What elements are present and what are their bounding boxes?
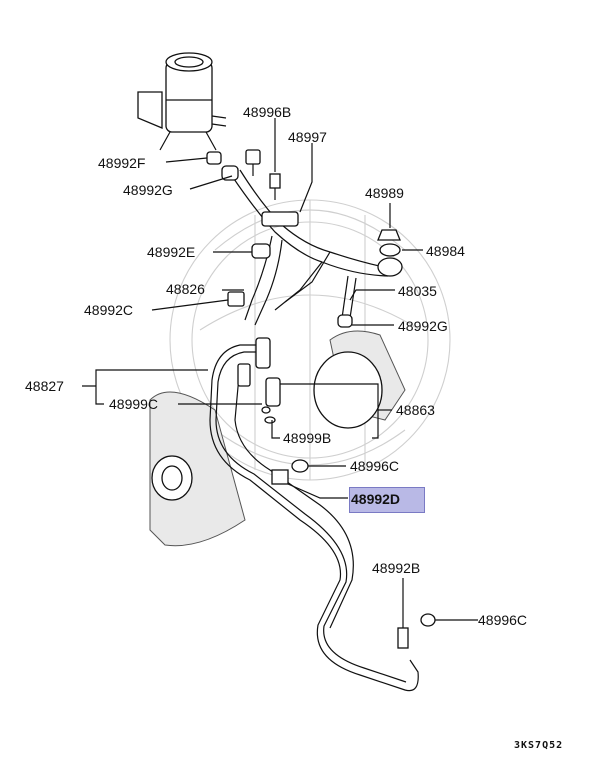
fittings <box>206 149 436 649</box>
highlight-box <box>349 487 425 513</box>
label-48992F[interactable]: 48992F <box>98 155 146 171</box>
label-48992G-right[interactable]: 48992G <box>398 318 448 334</box>
label-48997[interactable]: 48997 <box>288 129 327 145</box>
label-48984[interactable]: 48984 <box>426 243 465 259</box>
engine-block <box>149 330 406 547</box>
watermark-emblem <box>169 199 451 481</box>
label-48996C-mid[interactable]: 48996C <box>350 458 400 474</box>
label-48992E[interactable]: 48992E <box>147 244 196 260</box>
label-48827[interactable]: 48827 <box>25 378 64 394</box>
reservoir-tank <box>137 52 227 151</box>
label-48992C[interactable]: 48992C <box>84 302 134 318</box>
leader-lines <box>82 118 478 628</box>
label-48035[interactable]: 48035 <box>398 283 437 299</box>
label-48826[interactable]: 48826 <box>166 281 205 297</box>
label-48992G-top[interactable]: 48992G <box>123 182 173 198</box>
label-48996B[interactable]: 48996B <box>243 104 292 120</box>
label-48992B[interactable]: 48992B <box>372 560 421 576</box>
diagram-code: 3KS7Q52 <box>514 740 564 751</box>
label-48999C[interactable]: 48999C <box>109 396 159 412</box>
label-48992D[interactable]: 48992D <box>351 491 401 507</box>
pressure-tube <box>209 344 419 692</box>
label-48999B[interactable]: 48999B <box>283 430 332 446</box>
label-48989[interactable]: 48989 <box>365 185 404 201</box>
label-48863[interactable]: 48863 <box>396 402 435 418</box>
label-48996C-bottom[interactable]: 48996C <box>478 612 528 628</box>
